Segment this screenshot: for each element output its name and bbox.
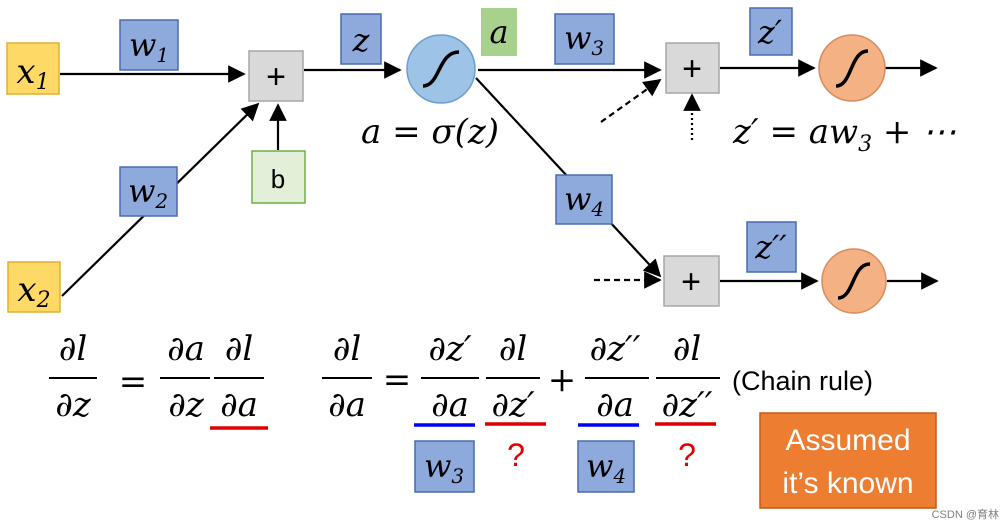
question-mark-1: ? bbox=[507, 437, 525, 473]
svg-text:∂z: ∂z bbox=[168, 385, 205, 425]
next-layer-formula: z′ = aw3 + ⋯ bbox=[732, 112, 956, 157]
svg-text:+: + bbox=[682, 50, 702, 88]
add-node-1: + bbox=[248, 50, 304, 102]
svg-text:Assumed: Assumed bbox=[785, 424, 910, 457]
svg-text:z′′: z′′ bbox=[754, 228, 787, 266]
svg-text:=: = bbox=[383, 360, 412, 400]
label-z-prime: z′ bbox=[749, 7, 793, 56]
svg-text:+: + bbox=[266, 58, 286, 96]
activation-formula: a = σ(z) bbox=[361, 112, 499, 152]
equation-dl-da: ∂l ∂a = ∂z′ ∂a ∂l ∂z′ + ∂z′′ ∂a ∂l ∂z′′ bbox=[322, 329, 720, 427]
svg-text:∂a: ∂a bbox=[167, 329, 205, 369]
label-a: a bbox=[481, 8, 517, 56]
svg-text:z: z bbox=[352, 21, 371, 59]
sigmoid-node-1 bbox=[406, 34, 476, 104]
assumed-known-badge: Assumed it’s known bbox=[759, 412, 937, 509]
input-x2: x2 bbox=[7, 261, 61, 313]
svg-text:∂a: ∂a bbox=[328, 385, 366, 425]
add-node-2: + bbox=[665, 42, 720, 94]
svg-text:x1: x1 bbox=[16, 52, 49, 95]
svg-text:w4: w4 bbox=[586, 447, 626, 488]
svg-text:∂a: ∂a bbox=[220, 385, 258, 425]
connections bbox=[60, 59, 939, 297]
svg-text:w1: w1 bbox=[129, 26, 169, 67]
sigmoid-node-3 bbox=[821, 248, 887, 314]
watermark: CSDN @育林 bbox=[932, 507, 999, 521]
svg-text:∂l: ∂l bbox=[59, 329, 87, 369]
svg-text:b: b bbox=[271, 164, 285, 194]
svg-text:it’s known: it’s known bbox=[782, 467, 913, 500]
svg-text:w3: w3 bbox=[424, 447, 464, 488]
weight-w3: w3 bbox=[554, 13, 615, 65]
svg-text:w3: w3 bbox=[564, 19, 604, 60]
svg-text:z′: z′ bbox=[757, 13, 783, 51]
weight-w2: w2 bbox=[119, 166, 178, 217]
svg-text:+: + bbox=[681, 263, 701, 301]
chain-rule-label: (Chain rule) bbox=[732, 366, 873, 396]
svg-text:=: = bbox=[119, 362, 148, 402]
svg-text:∂a: ∂a bbox=[596, 385, 634, 425]
input-x1: x1 bbox=[6, 42, 60, 95]
bias-b: b bbox=[251, 150, 306, 204]
label-z: z bbox=[340, 13, 382, 65]
svg-text:w4: w4 bbox=[564, 180, 604, 221]
svg-text:a: a bbox=[489, 13, 508, 51]
svg-text:∂z′: ∂z′ bbox=[491, 385, 534, 425]
answer-w4: w4 bbox=[577, 440, 635, 493]
svg-text:∂l: ∂l bbox=[225, 329, 253, 369]
question-mark-2: ? bbox=[678, 437, 696, 473]
svg-text:w2: w2 bbox=[128, 172, 168, 213]
svg-text:∂l: ∂l bbox=[333, 329, 361, 369]
svg-text:∂z′′: ∂z′′ bbox=[662, 385, 713, 425]
svg-text:∂z′: ∂z′ bbox=[428, 329, 471, 369]
weight-w1: w1 bbox=[119, 19, 179, 71]
svg-text:∂z′′: ∂z′′ bbox=[590, 329, 641, 369]
svg-text:∂l: ∂l bbox=[673, 329, 701, 369]
svg-text:∂z: ∂z bbox=[55, 385, 92, 425]
svg-text:x2: x2 bbox=[17, 270, 50, 313]
svg-text:∂a: ∂a bbox=[431, 385, 469, 425]
svg-text:∂l: ∂l bbox=[499, 329, 527, 369]
svg-text:+: + bbox=[548, 360, 577, 400]
weight-w4: w4 bbox=[555, 174, 613, 225]
add-node-3: + bbox=[663, 255, 720, 307]
label-z-double-prime: z′′ bbox=[746, 221, 797, 273]
edge-dashed-in-add2 bbox=[600, 78, 662, 123]
equation-dl-dz: ∂l ∂z = ∂a ∂z ∂l ∂a bbox=[49, 329, 268, 430]
answer-w3: w3 bbox=[414, 440, 475, 493]
sigmoid-node-2 bbox=[818, 34, 886, 102]
